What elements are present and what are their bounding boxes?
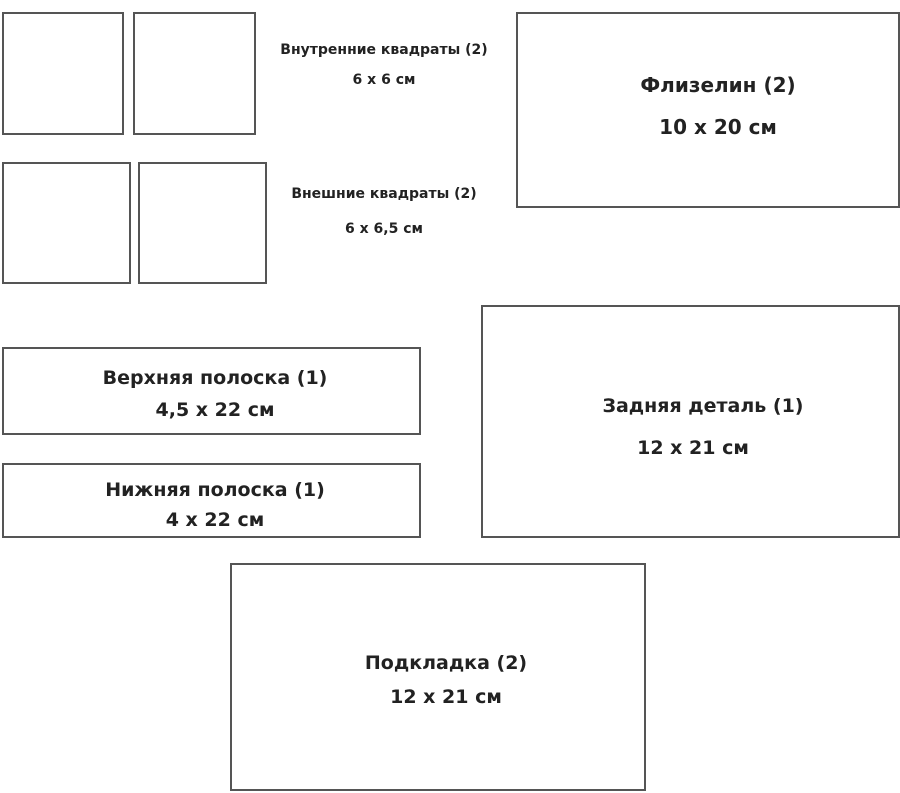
outer-squares-title: Внешние квадраты (2) (291, 186, 477, 202)
back-piece (481, 305, 900, 538)
outer-squares-size: 6 x 6,5 см (345, 221, 423, 237)
bottom-strip-piece (2, 463, 421, 538)
top-strip-size: 4,5 x 22 см (155, 399, 275, 421)
inner-square-1 (2, 12, 124, 135)
bottom-strip-title: Нижняя полоска (1) (105, 479, 325, 501)
lining-size: 12 x 21 см (390, 686, 502, 708)
inner-squares-size: 6 x 6 см (352, 72, 416, 88)
inner-squares-title: Внутренние квадраты (2) (280, 42, 488, 58)
outer-square-2 (138, 162, 267, 284)
lining-title: Подкладка (2) (364, 652, 528, 674)
back-piece-size: 12 x 21 см (637, 437, 749, 459)
interfacing-piece (516, 12, 900, 208)
top-strip-piece (2, 347, 421, 435)
inner-square-2 (133, 12, 256, 135)
outer-square-1 (2, 162, 131, 284)
bottom-strip-size: 4 x 22 см (165, 509, 265, 531)
interfacing-title: Флизелин (2) (640, 73, 796, 97)
top-strip-title: Верхняя полоска (1) (102, 367, 328, 389)
lining-piece (230, 563, 646, 791)
back-piece-title: Задняя деталь (1) (602, 395, 804, 417)
interfacing-size: 10 x 20 см (659, 115, 777, 139)
